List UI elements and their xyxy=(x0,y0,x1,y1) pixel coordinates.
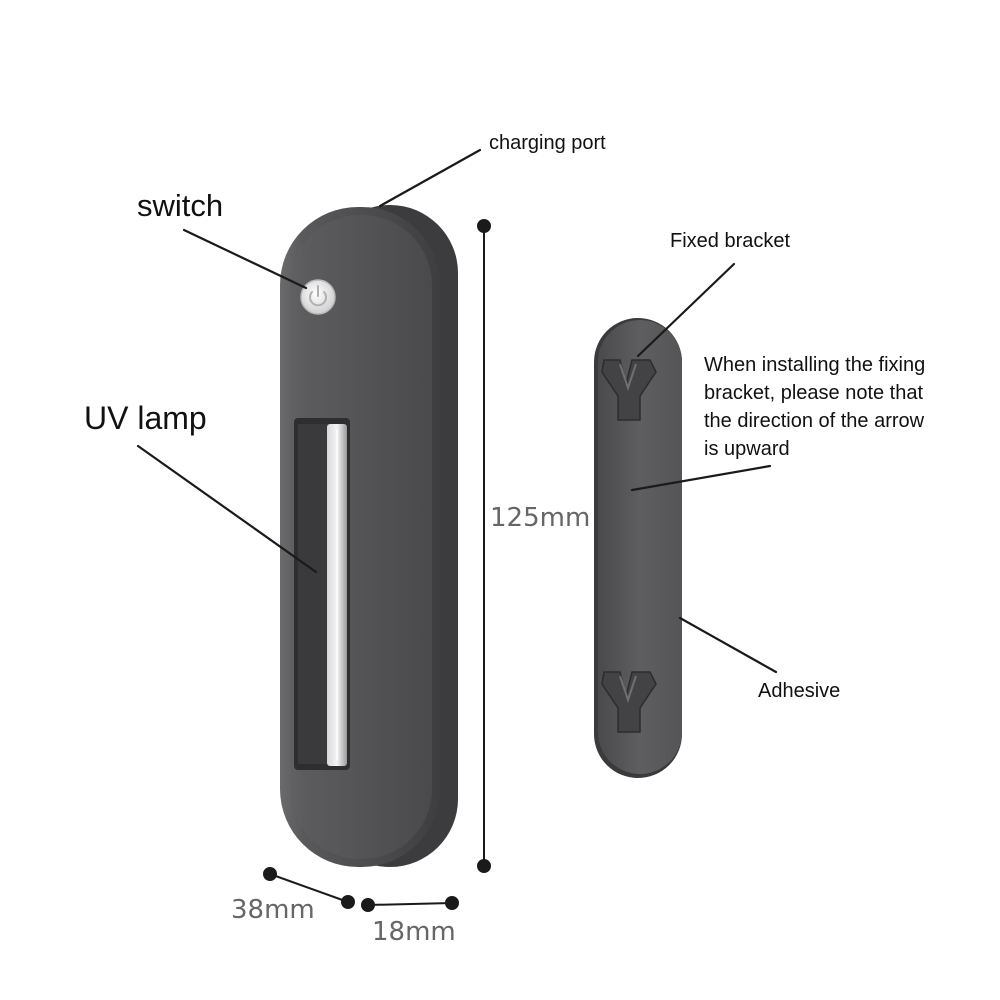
dimension-lines xyxy=(263,219,491,912)
dimension-line-width xyxy=(269,873,349,903)
leader-lines xyxy=(136,148,778,674)
switch-button[interactable] xyxy=(300,279,336,315)
dimension-dot xyxy=(477,219,491,233)
bracket-plate xyxy=(598,320,682,774)
leader-fixed-bracket xyxy=(636,262,736,358)
dimension-height-label: 125mm xyxy=(490,503,591,533)
leader-uv-lamp xyxy=(136,444,318,574)
note-line: the direction of the arrow xyxy=(704,410,925,432)
leader-adhesive xyxy=(678,616,778,674)
dimension-dot xyxy=(445,896,459,910)
uv-device xyxy=(280,205,458,867)
label-switch: switch xyxy=(137,188,224,223)
power-icon xyxy=(309,285,327,307)
dimension-dot xyxy=(477,859,491,873)
label-installation-note: When installing the fixing bracket, plea… xyxy=(704,351,994,463)
dimension-dot xyxy=(263,867,277,881)
dimension-depth-label: 18mm xyxy=(372,917,456,947)
leader-note xyxy=(630,464,772,492)
label-fixed-bracket: Fixed bracket xyxy=(670,230,791,252)
label-charging-port: charging port xyxy=(489,132,606,154)
note-line: is upward xyxy=(704,438,790,460)
note-line: bracket, please note that xyxy=(704,382,924,404)
bracket-clip-bottom xyxy=(601,671,657,733)
leader-switch xyxy=(182,228,308,290)
dimension-dot xyxy=(341,895,355,909)
dimension-dot xyxy=(361,898,375,912)
label-uv-lamp: UV lamp xyxy=(84,400,207,436)
dimension-width-label: 38mm xyxy=(231,895,315,925)
uv-lamp-slot xyxy=(294,418,350,770)
fixing-bracket xyxy=(594,318,682,778)
note-line: When installing the fixing xyxy=(704,354,926,376)
bracket-clip-top xyxy=(601,359,657,421)
leader-charging-port xyxy=(378,148,482,208)
label-adhesive: Adhesive xyxy=(758,680,841,702)
dimension-line-depth xyxy=(367,902,453,906)
